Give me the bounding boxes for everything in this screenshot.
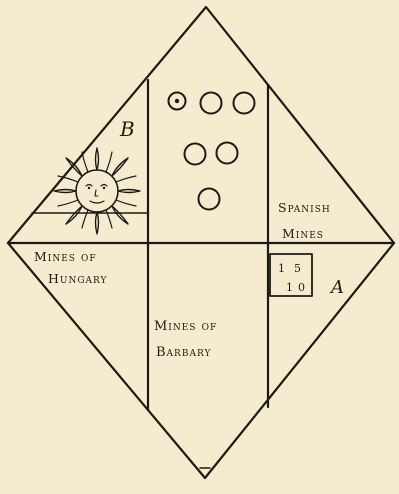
sun-region-letter: B: [119, 117, 135, 141]
coin-dot: [175, 99, 179, 103]
box-numeral-top-right: 5: [294, 262, 302, 275]
spanish-mines-line1: Spanish: [278, 200, 331, 215]
coin-circle: [201, 93, 222, 114]
coin-circle: [185, 144, 206, 165]
mines-of-hungary-line1: Mines of: [34, 249, 97, 264]
mines-of-barbary-line1: Mines of: [154, 319, 217, 334]
coin-circles: [169, 93, 255, 210]
sun-icon: [54, 148, 140, 234]
coin-circle: [234, 93, 255, 114]
small-box-letter: A: [329, 277, 344, 298]
coin-circle: [217, 143, 238, 164]
mines-of-hungary-line2: Hungary: [48, 271, 108, 286]
box-numeral-bottom-left: 1: [286, 281, 294, 294]
box-numeral-top-left: 1: [278, 262, 286, 275]
coin-circle: [199, 189, 220, 210]
mines-of-barbary-line2: Barbary: [156, 345, 211, 360]
spanish-mines-line2: Mines: [282, 226, 324, 241]
box-numeral-bottom-right: 0: [298, 281, 306, 294]
